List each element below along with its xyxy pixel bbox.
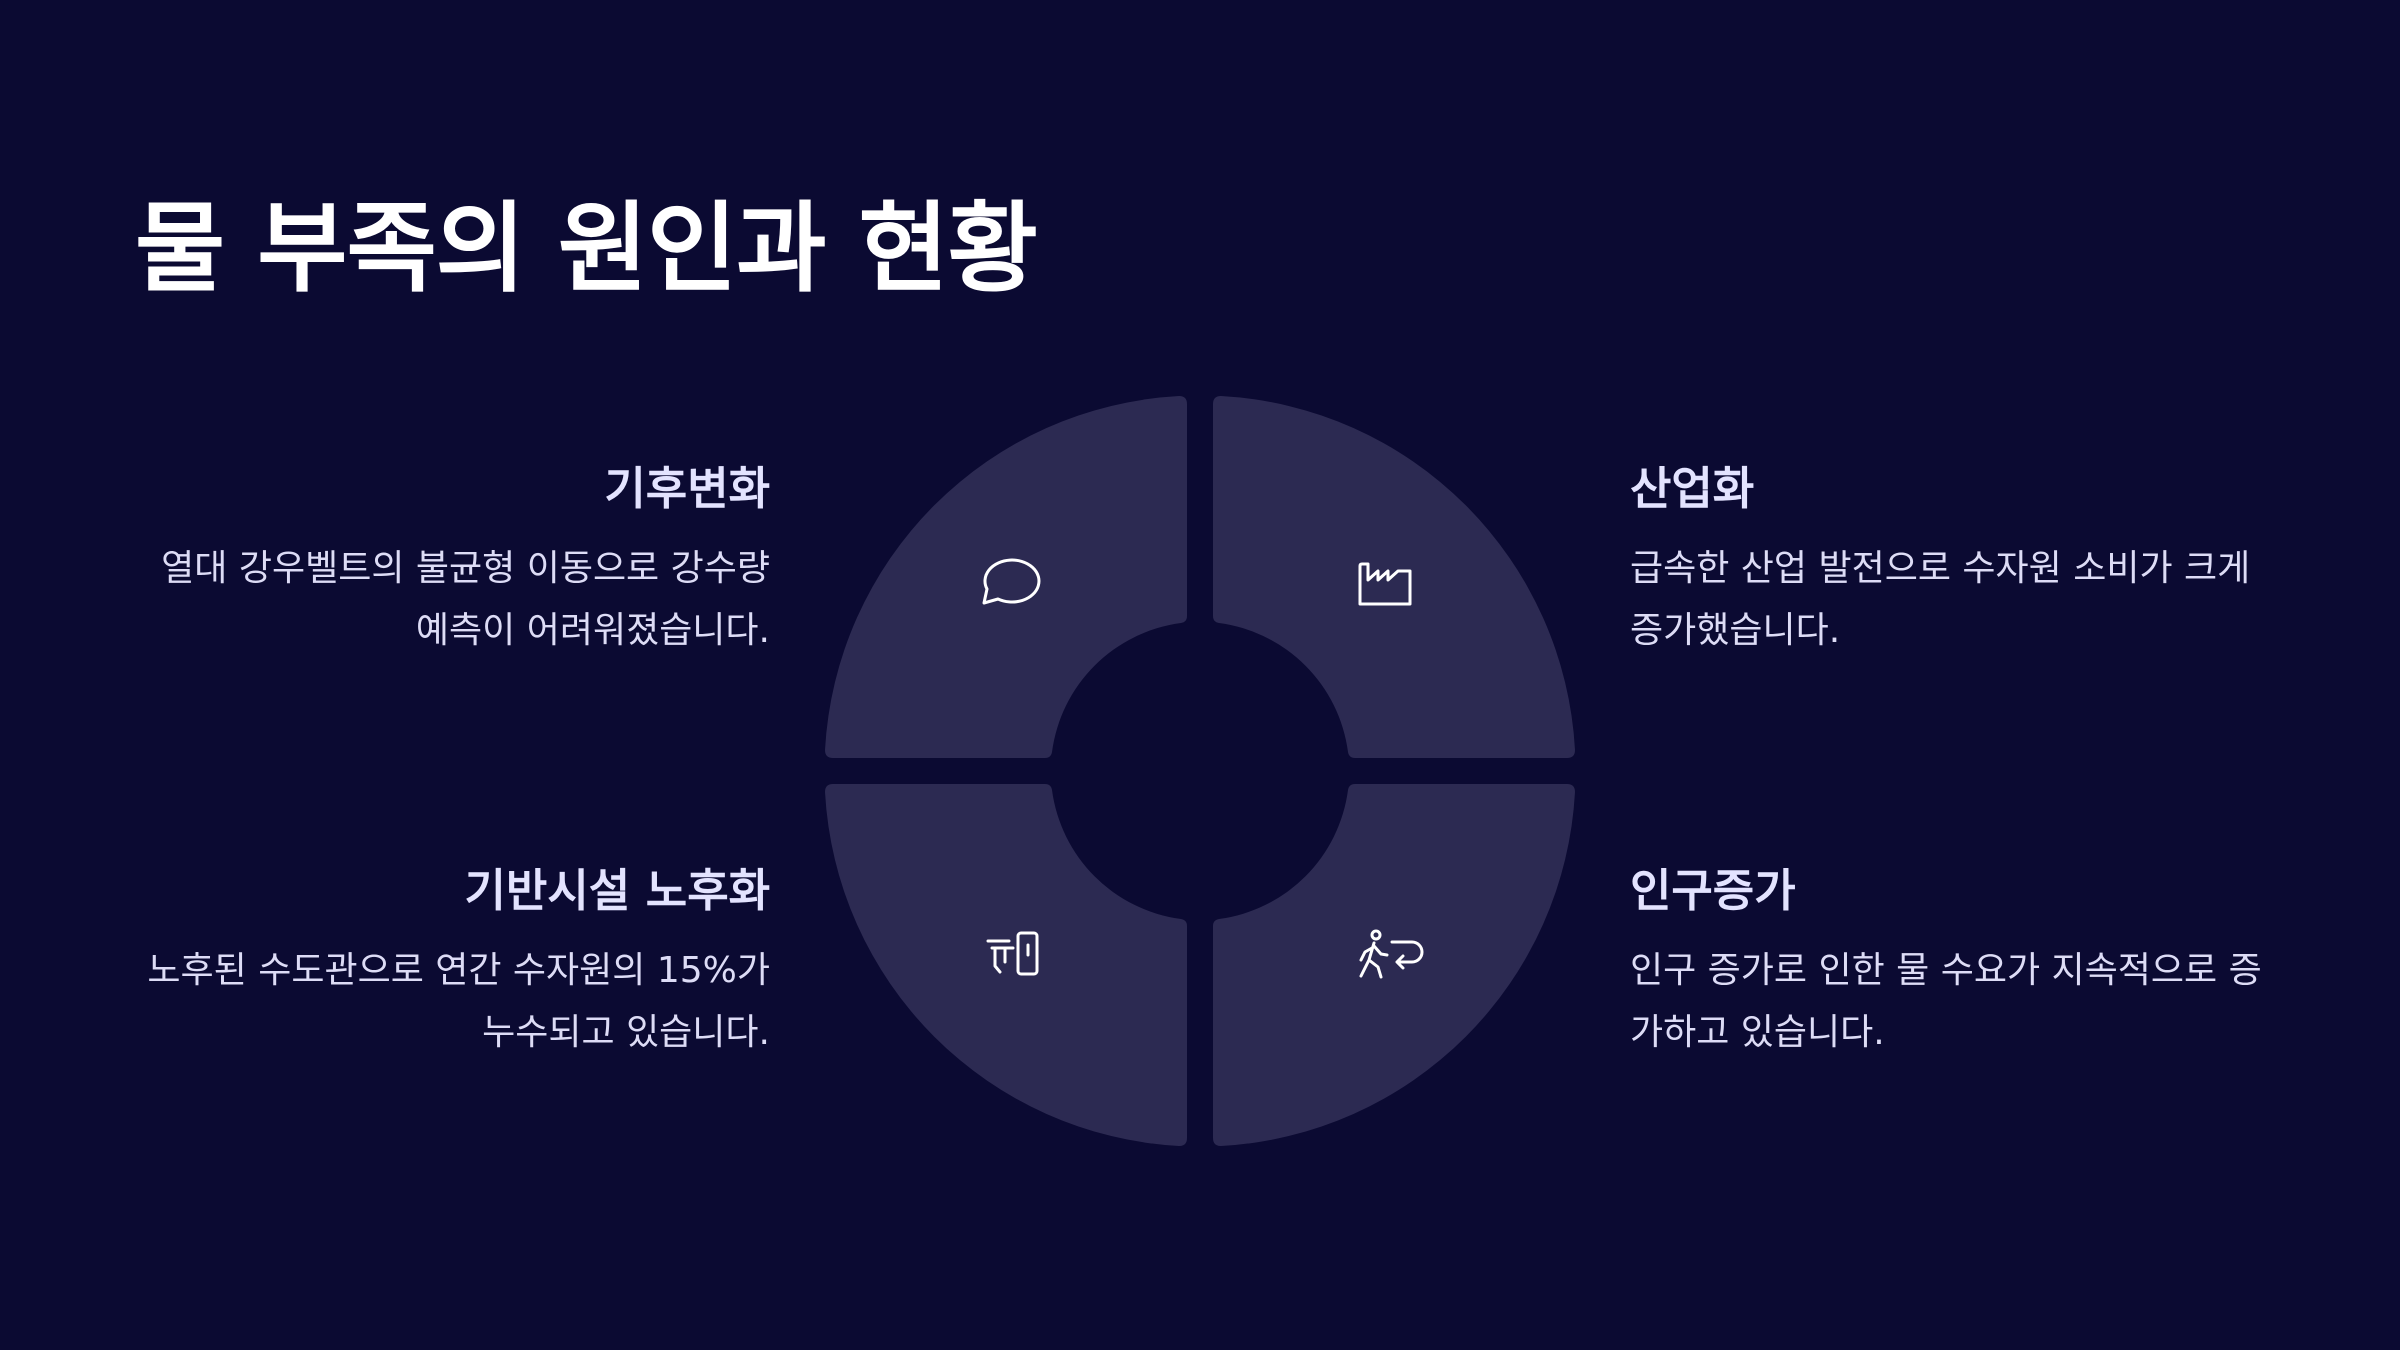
- segment-bottom-left: [825, 784, 1187, 1146]
- cause-heading: 기반시설 노후화: [464, 864, 770, 917]
- cause-population-growth: 인구증가 인구 증가로 인한 물 수요가 지속적으로 증가하고 있습니다.: [1630, 864, 2270, 1064]
- cause-description: 인구 증가로 인한 물 수요가 지속적으로 증가하고 있습니다.: [1630, 950, 2262, 1053]
- cause-description: 급속한 산업 발전으로 수자원 소비가 크게 증가했습니다.: [1630, 548, 2251, 651]
- cause-aging-infrastructure: 기반시설 노후화 노후된 수도관으로 연간 수자원의 15%가 누수되고 있습니…: [130, 864, 770, 1064]
- cause-heading: 산업화: [1630, 462, 1755, 515]
- segment-top-left: [825, 396, 1187, 758]
- cause-heading: 인구증가: [1630, 864, 1796, 917]
- cause-industrialization: 산업화 급속한 산업 발전으로 수자원 소비가 크게 증가했습니다.: [1630, 462, 2270, 662]
- cause-description: 노후된 수도관으로 연간 수자원의 15%가 누수되고 있습니다.: [147, 950, 770, 1053]
- slide-title: 물 부족의 원인과 현황: [135, 192, 1038, 306]
- cause-description: 열대 강우벨트의 불균형 이동으로 강수량 예측이 어려워졌습니다.: [161, 548, 770, 651]
- cycle-diagram: [825, 396, 1575, 1146]
- factory-icon: [1358, 562, 1412, 606]
- segment-bottom-right: [1213, 784, 1575, 1146]
- water-tap-icon: [986, 931, 1039, 976]
- speech-bubble-icon: [982, 558, 1041, 605]
- segment-top-right: [1213, 396, 1575, 758]
- person-walking-return-icon: [1359, 929, 1424, 979]
- cause-heading: 기후변화: [604, 462, 770, 515]
- cause-climate-change: 기후변화 열대 강우벨트의 불균형 이동으로 강수량 예측이 어려워졌습니다.: [130, 462, 770, 662]
